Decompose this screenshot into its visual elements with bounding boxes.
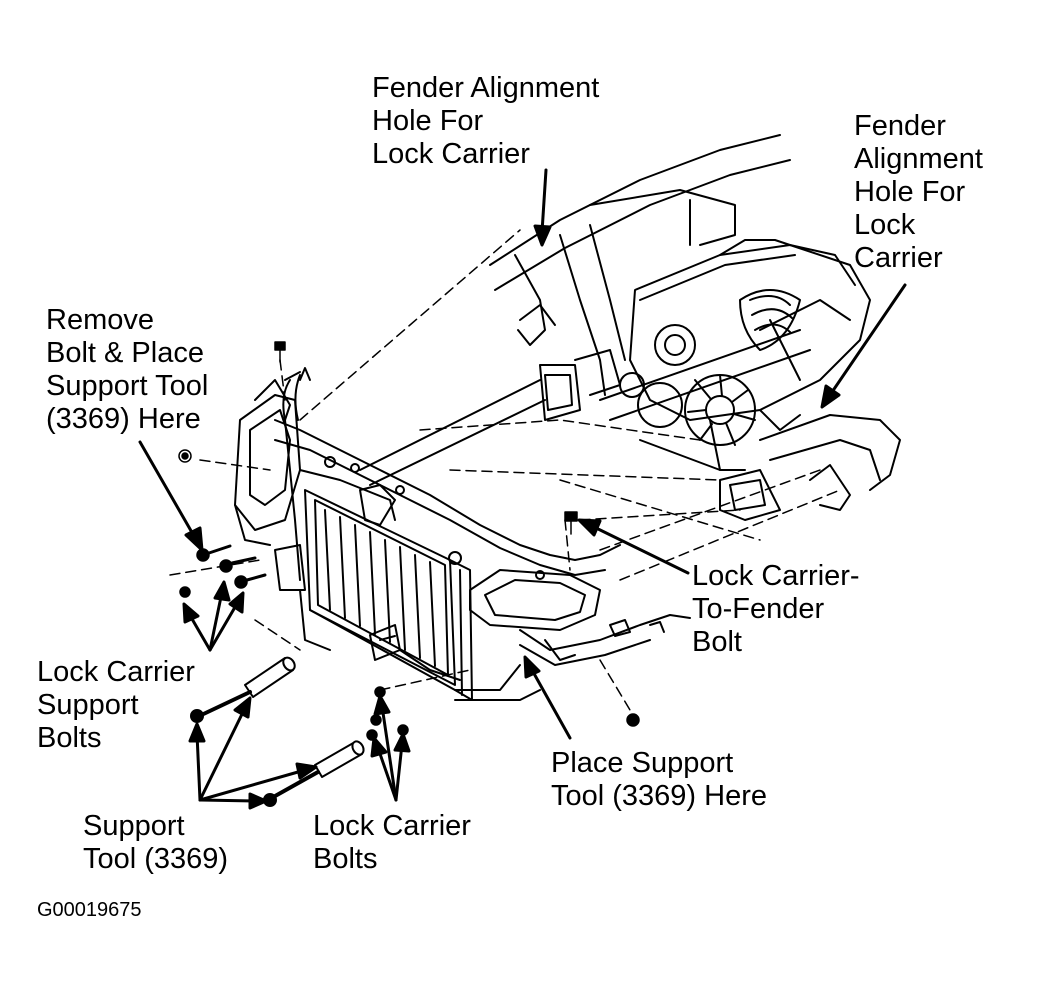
label-line: Alignment [854,143,983,175]
label-line: Bolts [313,843,378,875]
arrow-fender-hole-right [820,283,907,409]
support-tool-lower [263,740,365,807]
label-line: Fender Alignment [372,72,600,104]
fender-rail-right [719,414,901,521]
lock-carrier [234,371,621,581]
label-support-tool: Support Tool (3369) [83,810,228,876]
label-lock-carrier-bolts: Lock Carrier Bolts [313,810,471,876]
arrow-fender-hole-top [533,168,552,247]
frame-rails [359,329,811,486]
label-line: Carrier [854,242,943,274]
arrow-place-support-tool [523,655,572,740]
label-line: (3369) Here [46,403,201,435]
label-line: Support [37,689,139,721]
support-tools [190,656,365,807]
label-line: Support Tool [46,370,209,402]
label-fender-alignment-hole-top: Fender Alignment Hole For Lock Carrier [372,72,599,171]
label-remove-bolt: Remove Bolt & Place Support Tool (3369) … [46,304,208,436]
lower-right-bolt [626,713,640,727]
top-bolt [274,341,286,363]
label-line: Bolt & Place [46,337,204,369]
arrow-lock-carrier-to-fender [577,518,690,575]
arrows-support-tool [188,696,318,810]
label-line: Lock Carrier [37,656,195,688]
left-bolt [178,449,192,463]
arrows-lock-carrier-support-bolts [182,580,245,652]
label-line: Support [83,810,185,842]
headlamp-right [469,569,691,666]
support-tool-upper [190,656,296,723]
label-line: To-Fender [692,593,825,625]
label-line: Remove [46,304,154,336]
arrow-remove-bolt [138,440,204,552]
fender-rail-left [489,134,791,396]
arrows-lock-carrier-bolts [370,694,411,802]
engine [619,239,871,471]
label-line: Lock Carrier [313,810,471,842]
headlamp-left [254,367,311,421]
label-line: Lock Carrier- [692,560,860,592]
label-line: Lock Carrier [372,138,530,170]
label-line: Tool (3369) Here [551,780,767,812]
radiator [274,489,541,701]
fender-bolt [564,511,578,535]
label-line: Lock [854,209,916,241]
label-place-support-tool: Place Support Tool (3369) Here [551,747,767,813]
label-line: Bolts [37,722,102,754]
label-line: Hole For [372,105,484,137]
label-line: Hole For [854,176,966,208]
figure-id: G00019675 [37,899,142,921]
label-lock-carrier-support-bolts: Lock Carrier Support Bolts [37,656,195,755]
leader-arrows [138,168,907,810]
label-fender-alignment-hole-right: Fender Alignment Hole For Lock Carrier [854,110,983,275]
label-line: Place Support [551,747,734,779]
dashed-alignment-lines [169,229,841,711]
label-line: Fender [854,110,946,142]
label-line: Tool (3369) [83,843,229,875]
label-line: Bolt [692,626,742,658]
label-lock-carrier-to-fender-bolt: Lock Carrier- To-Fender Bolt [692,560,860,659]
